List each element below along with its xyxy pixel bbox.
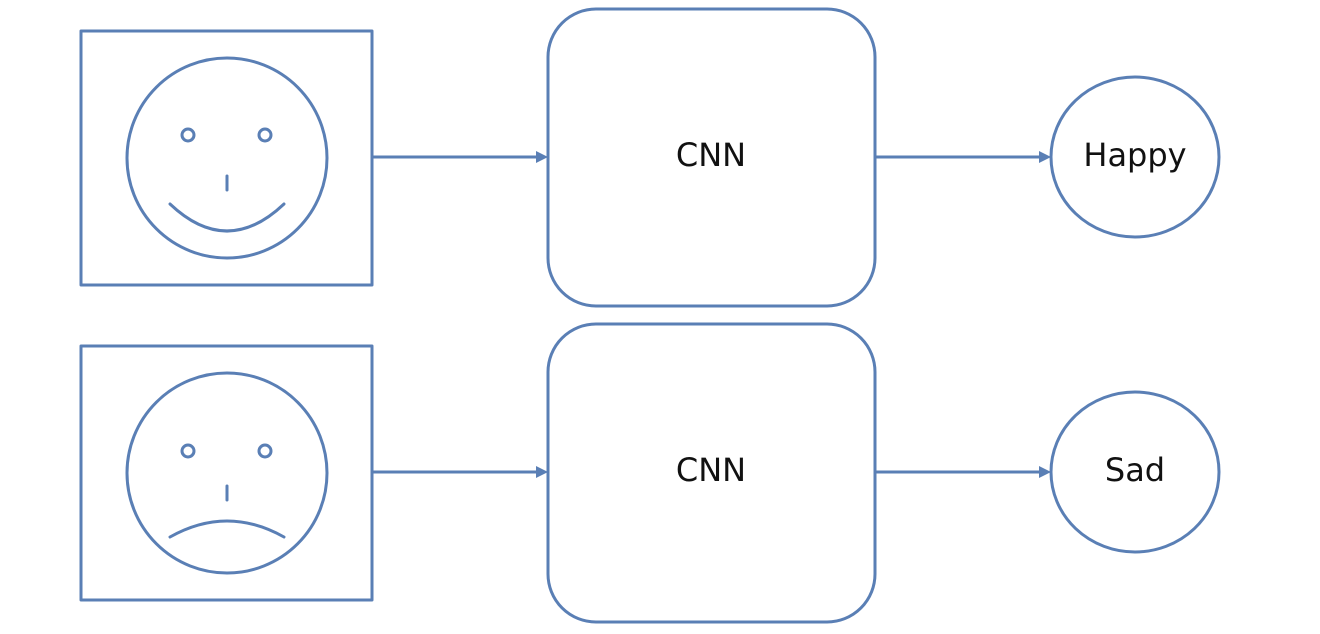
sad-face-icon: [125, 371, 329, 575]
output-circle-sad: [1049, 390, 1221, 554]
arrow-cnn-to-output-1: [875, 151, 1051, 163]
row-sad: CNN Sad: [79, 322, 1221, 624]
arrow-input-to-cnn-1: [372, 151, 548, 163]
output-label-sad: Sad: [1105, 451, 1165, 489]
smiley-face-icon: [125, 56, 329, 260]
cnn-label-2: CNN: [676, 451, 746, 489]
arrow-input-to-cnn-2: [372, 466, 548, 478]
output-label-happy: Happy: [1083, 136, 1186, 174]
cnn-label-1: CNN: [676, 136, 746, 174]
output-circle-happy: [1049, 75, 1221, 239]
arrow-cnn-to-output-2: [875, 466, 1051, 478]
row-happy: CNN Happy: [79, 7, 1221, 308]
